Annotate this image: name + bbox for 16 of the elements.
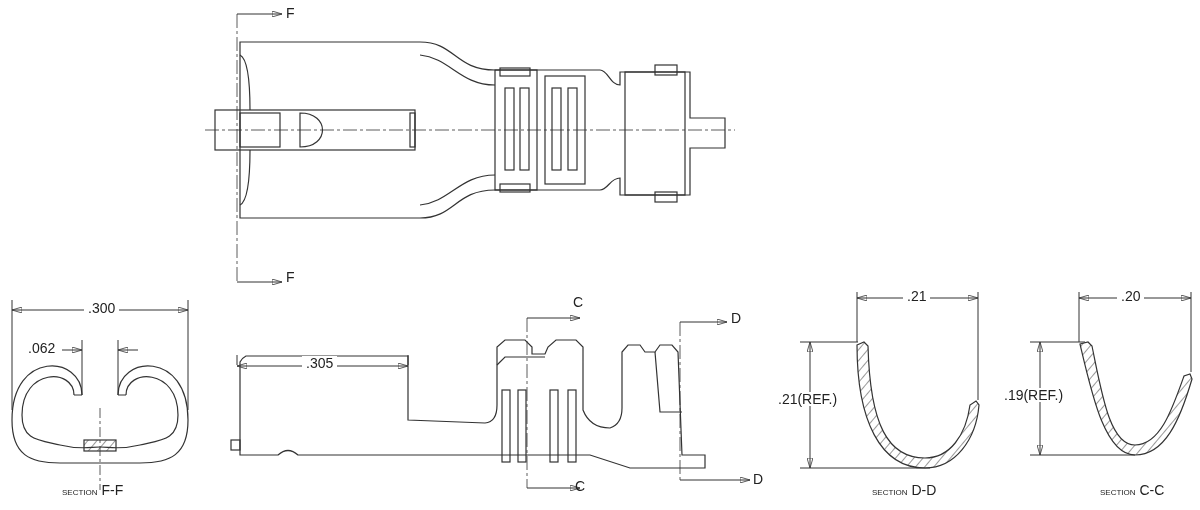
dimension-text: .305 (302, 356, 338, 370)
section-letter: C (573, 295, 584, 309)
dimension-text: .300 (84, 301, 120, 315)
section-title: SECTION C-C (1100, 483, 1165, 497)
section-letter: D (753, 472, 764, 486)
section-title: SECTION D-D (872, 483, 937, 497)
section-letter: C (575, 479, 586, 493)
dimension-text: .21 (903, 289, 931, 303)
section-letter: D (731, 311, 742, 325)
dimension-text: .19(REF.) (1004, 388, 1064, 402)
dimension-text: .20 (1117, 289, 1145, 303)
dimension-text: .062 (28, 341, 56, 355)
section-letter: F (286, 6, 295, 20)
dimension-text: .21(REF.) (778, 392, 838, 406)
section-title: SECTION F-F (62, 483, 124, 497)
section-letter: F (286, 270, 295, 284)
